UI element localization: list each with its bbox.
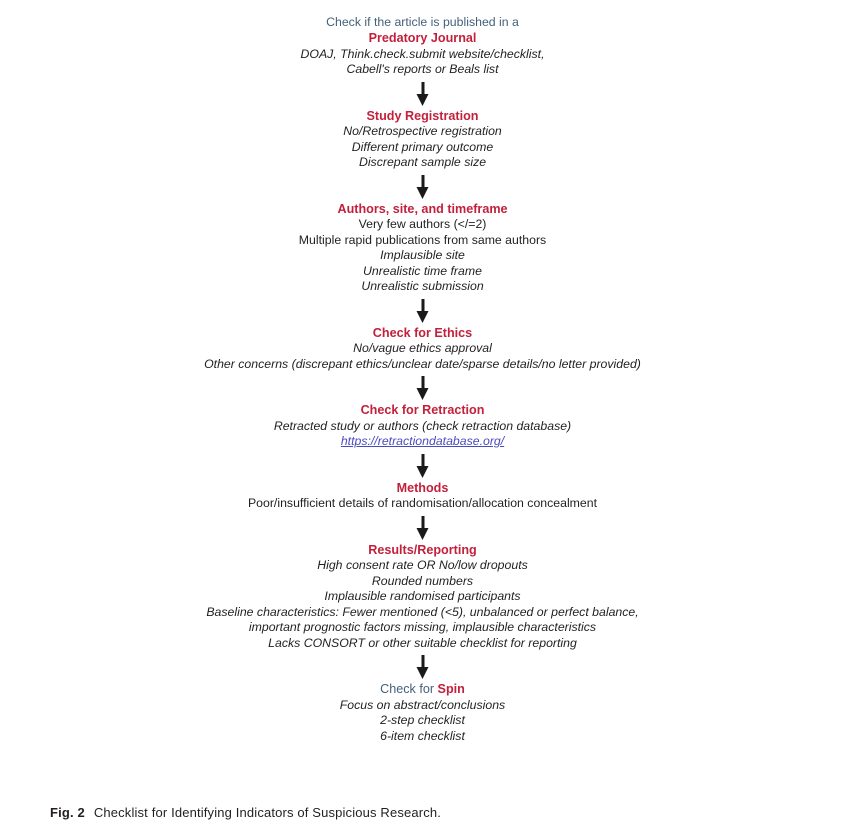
step-item: Implausible site (380, 248, 465, 262)
step-item: Cabell's reports or Beals list (346, 62, 499, 76)
step-intro: Check if the article is published in a (326, 15, 519, 29)
flow-arrow-down-icon (50, 78, 795, 108)
step-item: 2-step checklist (380, 713, 465, 727)
flow-arrow-down-icon (50, 372, 795, 402)
step-heading: Predatory Journal (368, 31, 477, 45)
step-heading: Check for Retraction (360, 403, 485, 417)
flow-arrow-down-icon (50, 295, 795, 325)
step-item: Very few authors (</=2) (358, 217, 487, 231)
figure-caption-text: Checklist for Identifying Indicators of … (93, 805, 442, 820)
step-item: Other concerns (discrepant ethics/unclea… (204, 356, 641, 371)
figure-caption: Fig. 2 Checklist for Identifying Indicato… (50, 805, 441, 820)
retraction-database-link[interactable]: https://retractiondatabase.org/ (340, 434, 505, 448)
step-item: Focus on abstract/conclusions (339, 697, 506, 712)
step-item: No/vague ethics approval (353, 341, 492, 355)
step-heading-text: Spin (437, 682, 465, 696)
step-item: Rounded numbers (371, 573, 474, 588)
flow-arrow-down-icon (50, 651, 795, 681)
flow-arrow-down-icon (50, 512, 795, 542)
step-item: Unrealistic time frame (363, 263, 482, 278)
step-item: Baseline characteristics: Fewer mentione… (206, 604, 639, 619)
step-item: High consent rate OR No/low dropouts (317, 558, 528, 572)
flow-arrow-down-icon (50, 171, 795, 201)
step-item: DOAJ, Think.check.submit website/checkli… (300, 46, 545, 61)
step-item: Lacks CONSORT or other suitable checklis… (268, 635, 577, 650)
step-heading: Check for Spin (50, 681, 795, 698)
step-heading: Methods (396, 480, 449, 495)
step-item: No/Retrospective registration (343, 124, 502, 138)
flow-arrow-down-icon (50, 450, 795, 480)
step-item: Discrepant sample size (358, 155, 487, 169)
flowchart: Check if the article is published in a Pr… (50, 14, 795, 744)
step-item: important prognostic factors missing, im… (248, 620, 597, 634)
step-item: Multiple rapid publications from same au… (298, 232, 547, 247)
step-heading: Results/Reporting (368, 542, 477, 557)
step-item: Poor/insufficient details of randomisati… (247, 496, 598, 510)
step-item: 6-item checklist (380, 728, 465, 743)
step-item: Unrealistic submission (361, 279, 484, 293)
step-heading-prefix: Check for (380, 682, 438, 696)
step-heading: Check for Ethics (372, 325, 473, 340)
step-heading: Authors, site, and timeframe (337, 201, 508, 216)
step-item: Retracted study or authors (check retrac… (273, 418, 572, 433)
flow-step: Check if the article is published in a Pr… (50, 14, 795, 78)
step-item: Different primary outcome (351, 139, 494, 154)
figure-number: Fig. 2 (50, 805, 85, 820)
step-heading: Study Registration (366, 108, 479, 123)
step-item: Implausible randomised participants (324, 589, 521, 603)
